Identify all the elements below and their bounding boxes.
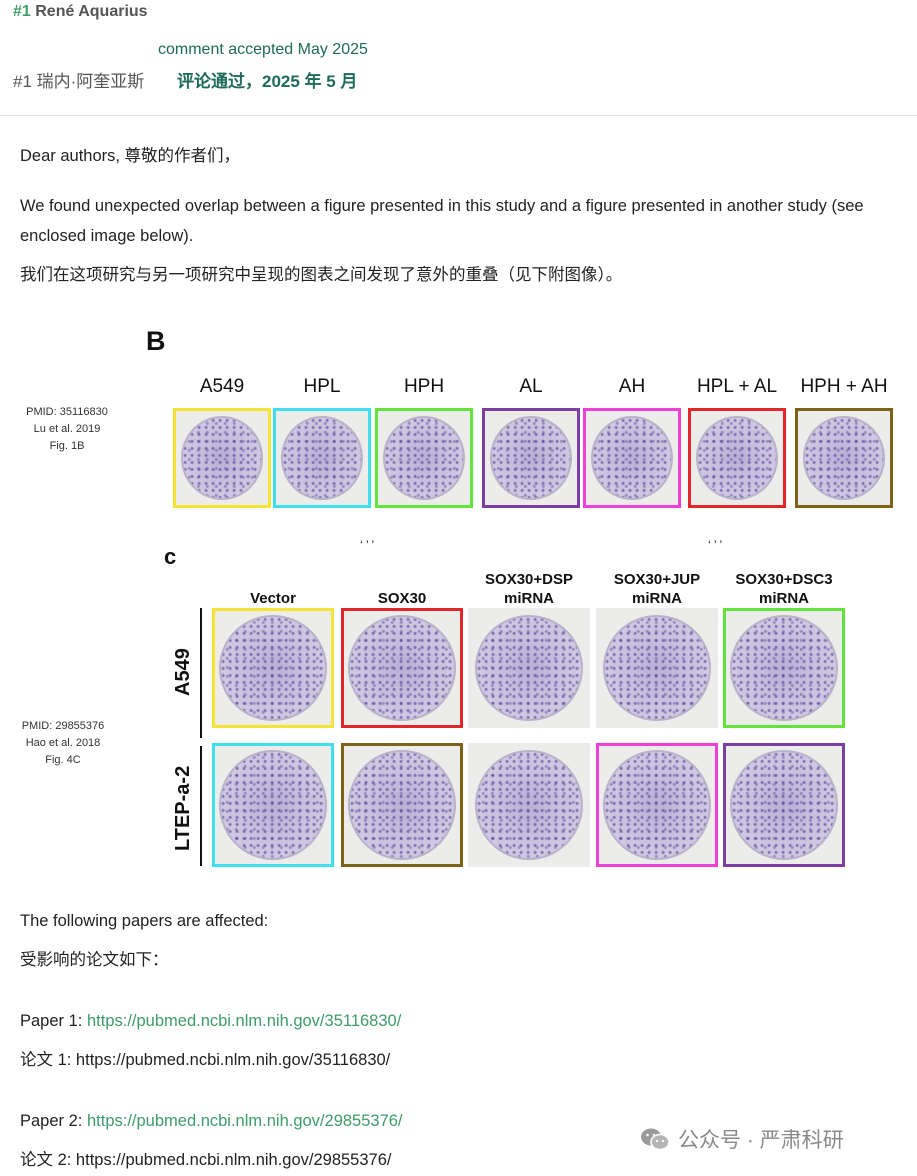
top-well: [482, 408, 580, 508]
culture-dish: [475, 615, 583, 721]
culture-dish: [603, 615, 711, 721]
paragraph-overlap: We found unexpected overlap between a fi…: [20, 197, 864, 245]
figure-comparison: B PMID: 35116830 Lu et al. 2019 Fig. 1B …: [0, 318, 917, 878]
partial-caption-right: ‘ ’ ’: [708, 538, 723, 552]
wechat-icon: [640, 1127, 670, 1151]
row-divider-a549: [200, 608, 202, 738]
top-col-label: AL: [519, 376, 543, 397]
top-well: [273, 408, 371, 508]
paper1-zh: 论文 1: https://pubmed.ncbi.nlm.nih.gov/35…: [20, 1051, 391, 1069]
a549-well: [341, 608, 463, 728]
culture-dish: [730, 615, 838, 721]
culture-dish: [219, 615, 327, 721]
a549-well: [212, 608, 334, 728]
top-col-label: HPH: [403, 376, 445, 397]
top-col-label: HPL + AL: [696, 376, 778, 397]
top-col-label: A549: [199, 376, 245, 397]
zh-accepted-status: 评论通过，2025 年 5 月: [177, 72, 358, 91]
culture-dish: [696, 416, 778, 500]
paper2-label: Paper 2:: [20, 1112, 87, 1130]
greeting: Dear authors, 尊敬的作者们，: [20, 147, 241, 165]
ltep-well: [723, 743, 845, 867]
row-label-a549: A549: [172, 648, 194, 696]
top-well: [583, 408, 681, 508]
comment-header: #1 René Aquarius: [13, 3, 148, 21]
top-meta: PMID: 35116830 Lu et al. 2019 Fig. 1B: [26, 406, 108, 452]
paper1-label: Paper 1:: [20, 1012, 87, 1030]
bottom-col-label: Vector: [250, 590, 296, 607]
paper1-line: Paper 1: https://pubmed.ncbi.nlm.nih.gov…: [20, 1006, 401, 1036]
author-name[interactable]: René Aquarius: [35, 3, 148, 20]
culture-dish: [219, 750, 327, 860]
watermark-text: 公众号 · 严肃科研: [678, 1129, 844, 1152]
row-label-ltep: LTEP-a-2: [172, 765, 194, 851]
paper2-link[interactable]: https://pubmed.ncbi.nlm.nih.gov/29855376…: [86, 1112, 403, 1130]
watermark: 公众号 · 严肃科研: [640, 1124, 844, 1154]
culture-dish: [603, 750, 711, 860]
top-col-label: HPL: [303, 376, 341, 397]
row-divider-ltep: [200, 746, 202, 866]
affected-heading: The following papers are affected:: [20, 912, 269, 930]
culture-dish: [490, 416, 572, 500]
culture-dish: [730, 750, 838, 860]
bottom-col-label: SOX30: [377, 590, 427, 607]
paper2-line: Paper 2: https://pubmed.ncbi.nlm.nih.gov…: [20, 1106, 403, 1136]
culture-dish: [475, 750, 583, 860]
zh-author: #1 瑞内·阿奎亚斯: [13, 72, 145, 91]
accepted-status: comment accepted May 2025: [158, 41, 368, 58]
top-well: [375, 408, 473, 508]
partial-caption-left: ‘ ’ ’: [360, 538, 375, 552]
ltep-well: [341, 743, 463, 867]
top-well: [688, 408, 786, 508]
divider: [0, 115, 917, 116]
affected-heading-zh: 受影响的论文如下：: [20, 951, 169, 969]
ltep-well: [596, 743, 718, 867]
top-col-label: AH: [618, 376, 646, 397]
paper2-zh: 论文 2: https://pubmed.ncbi.nlm.nih.gov/29…: [20, 1151, 392, 1169]
comment-number: #1: [13, 3, 31, 20]
ltep-well: [212, 743, 334, 867]
culture-dish: [348, 615, 456, 721]
paper1-link[interactable]: https://pubmed.ncbi.nlm.nih.gov/35116830…: [86, 1012, 402, 1030]
paragraph-overlap-zh: 我们在这项研究与另一项研究中呈现的图表之间发现了意外的重叠（见下附图像）。: [20, 266, 623, 284]
culture-dish: [803, 416, 885, 500]
top-well: [173, 408, 271, 508]
culture-dish: [591, 416, 673, 500]
bottom-meta: PMID: 29855376 Hao et al. 2018 Fig. 4C: [21, 720, 105, 766]
culture-dish: [348, 750, 456, 860]
a549-well: [596, 608, 718, 728]
culture-dish: [181, 416, 263, 500]
top-well: [795, 408, 893, 508]
a549-well: [468, 608, 590, 728]
ltep-well: [468, 743, 590, 867]
panel-b-letter: B: [146, 326, 166, 356]
culture-dish: [383, 416, 465, 500]
a549-well: [723, 608, 845, 728]
top-col-label: HPH + AH: [800, 376, 888, 397]
panel-c-letter: c: [164, 544, 177, 569]
culture-dish: [281, 416, 363, 500]
